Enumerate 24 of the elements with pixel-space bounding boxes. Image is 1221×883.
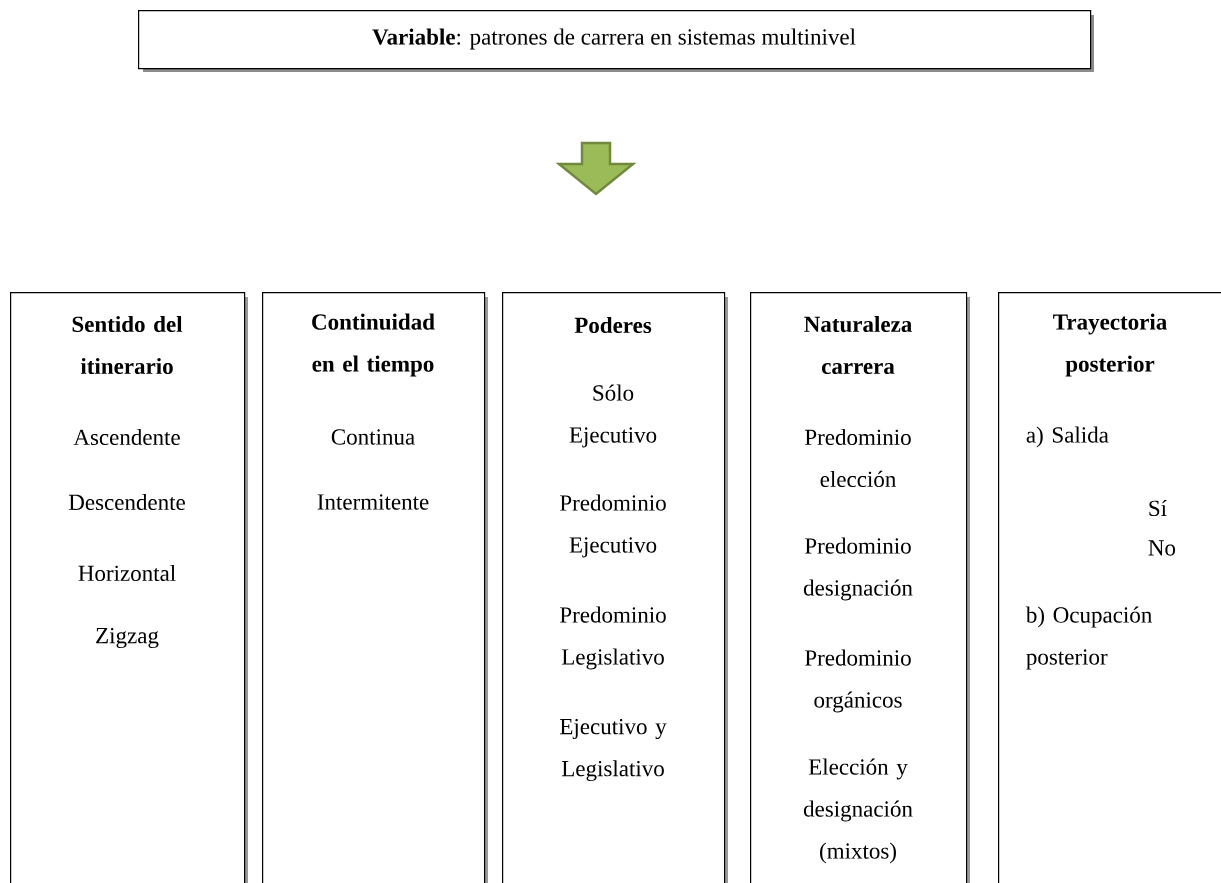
category-item: Predominio Legislativo <box>560 606 666 670</box>
column-heading: Continuidad en el tiempo <box>312 313 435 377</box>
category-item: Ejecutivo y Legislativo <box>560 718 667 782</box>
category-item: Continua <box>331 429 415 445</box>
category-item: Predominio orgánicos <box>805 649 911 713</box>
category-item: Horizontal <box>78 564 176 582</box>
category-item: Predominio Ejecutivo <box>560 494 666 558</box>
title-box: Variable: patrones de carrera en sistemas multinivel <box>138 10 1094 72</box>
category-item: Zigzag <box>96 627 159 649</box>
category-item: Sólo Ejecutivo <box>569 384 657 448</box>
category-item: Predominio designación <box>803 537 913 601</box>
category-item: b) Ocupación posterior <box>1025 606 1152 670</box>
category-item: Descendente <box>68 493 185 511</box>
category-item: No <box>1148 540 1176 556</box>
category-item: Elección y designación (mixtos) <box>803 758 913 864</box>
category-item: Sí <box>1149 499 1167 517</box>
category-item: Ascendente <box>73 428 180 446</box>
category-item: Predominio elección <box>805 428 911 488</box>
column-heading: Trayectoria posterior <box>1053 313 1167 377</box>
category-item: Intermitente <box>317 494 429 510</box>
column-heading: Sentido del itinerario <box>72 315 183 375</box>
column-heading: Naturaleza carrera <box>804 315 912 375</box>
column-heading: Poderes <box>574 316 652 334</box>
category-item: a) Salida <box>1026 426 1109 448</box>
